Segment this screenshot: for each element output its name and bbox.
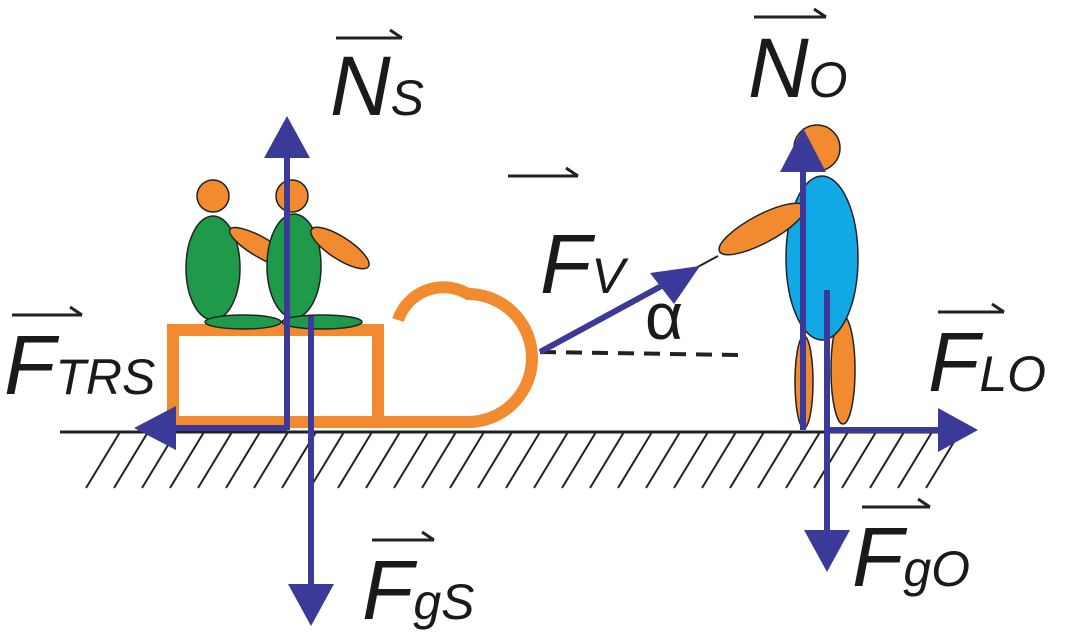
label-friction-person-sub: LO — [979, 346, 1047, 402]
overarrow-friction-sled — [12, 305, 83, 317]
child-right-legs — [281, 314, 363, 330]
hatch-line — [645, 431, 681, 489]
label-gravity-person-sub: gO — [903, 541, 971, 597]
hatch-line — [225, 431, 261, 489]
hatch-line — [449, 431, 485, 489]
sled-runner — [173, 281, 538, 428]
label-gravity-person: FgO — [852, 515, 970, 599]
label-friction-sled-sub: TRS — [55, 349, 156, 405]
label-friction-person-main: F — [928, 315, 980, 409]
label-friction-sled: FTRS — [4, 323, 155, 407]
hatch-line — [337, 431, 373, 489]
person-body — [785, 175, 859, 341]
vector-pull — [538, 266, 700, 355]
label-friction-person: FLO — [928, 320, 1046, 404]
vector-normal-sled — [264, 116, 310, 430]
hatch-line — [673, 431, 709, 489]
hatch-line — [533, 431, 569, 489]
hatch-line — [197, 431, 233, 489]
label-pull-sub: V — [591, 248, 625, 304]
hatch-line — [729, 431, 765, 489]
label-normal-sled-main: N — [330, 39, 391, 133]
hatch-line — [477, 431, 513, 489]
hatch-line — [589, 431, 625, 489]
child-left-legs — [204, 314, 282, 330]
hatch-line — [169, 431, 205, 489]
ground-hatching — [85, 431, 961, 489]
label-gravity-person-main: F — [852, 510, 904, 604]
overarrow-normal-person — [754, 7, 827, 19]
hatch-line — [85, 431, 121, 489]
overarrow-pull — [508, 166, 579, 178]
label-gravity-sled-main: F — [362, 543, 414, 637]
hatch-line — [561, 431, 597, 489]
hatch-line — [421, 431, 457, 489]
child-right-head — [275, 179, 309, 213]
child-right-arm — [310, 226, 370, 270]
label-angle: α — [645, 279, 684, 353]
horizontal-reference-line — [539, 350, 741, 357]
vector-gravity-person — [804, 290, 850, 572]
label-gravity-sled: FgS — [362, 548, 474, 632]
label-normal-person-sub: O — [808, 52, 848, 108]
label-pull-main: F — [540, 217, 592, 311]
vector-gravity-sled — [288, 316, 334, 626]
hatch-line — [785, 431, 821, 489]
hatch-line — [393, 431, 429, 489]
label-normal-person: NO — [748, 26, 848, 110]
overarrow-friction-person — [938, 302, 1005, 314]
hatch-line — [701, 431, 737, 489]
hatch-line — [505, 431, 541, 489]
hatch-line — [897, 431, 933, 489]
label-overarrows — [12, 7, 1005, 542]
vector-friction-sled — [134, 406, 287, 450]
vector-normal-person — [780, 128, 826, 430]
child-right — [266, 179, 370, 330]
sled-seat — [167, 324, 384, 428]
ground — [60, 430, 961, 489]
label-normal-sled-sub: S — [390, 70, 425, 126]
hatch-line — [113, 431, 149, 489]
child-left-head — [196, 179, 230, 213]
label-pull: FV — [540, 222, 625, 306]
sled — [167, 281, 538, 428]
label-normal-sled: NS — [330, 44, 424, 128]
hatch-line — [869, 431, 905, 489]
hatch-line — [617, 431, 653, 489]
hatch-line — [309, 431, 345, 489]
hatch-line — [813, 431, 849, 489]
vector-friction-person — [827, 408, 978, 452]
label-friction-sled-main: F — [4, 318, 56, 412]
label-normal-person-main: N — [748, 21, 809, 115]
overarrow-gravity-sled — [372, 530, 435, 542]
hatch-line — [841, 431, 877, 489]
hatch-line — [253, 431, 289, 489]
hatch-line — [757, 431, 793, 489]
hatch-line — [365, 431, 401, 489]
label-gravity-sled-sub: gS — [413, 574, 475, 630]
overarrow-normal-sled — [336, 28, 403, 40]
overarrow-gravity-person — [862, 497, 931, 509]
